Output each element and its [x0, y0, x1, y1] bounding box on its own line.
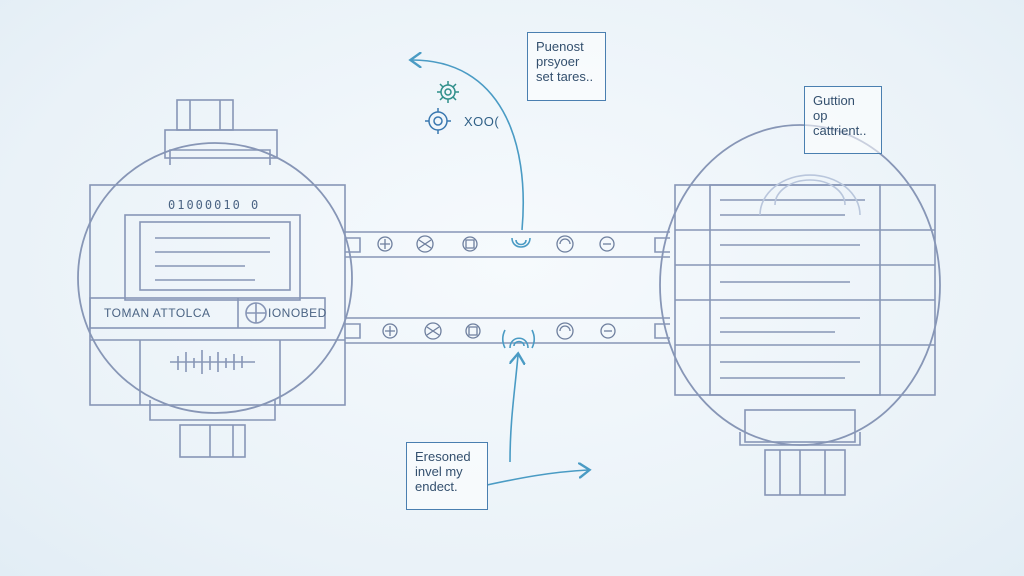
signal-paths: [412, 60, 588, 486]
gear-icon: [425, 81, 459, 134]
note-right: Guttion op cattrient..: [804, 86, 882, 154]
bus-glyphs-top: [377, 235, 615, 253]
note-bottom: Eresoned invel my endect.: [406, 442, 488, 510]
left-unit-readout: 01000010 0: [168, 198, 261, 212]
gear-label: XOO(: [464, 114, 500, 129]
left-unit-tab-left: TOMAN ATTOLCA: [104, 306, 211, 320]
right-unit: [659, 124, 941, 496]
left-unit: [77, 99, 353, 458]
bus-glyphs-bottom: [382, 322, 616, 340]
note-top: Puenost prsyoer set tares..: [527, 32, 606, 101]
bus-rails: [345, 231, 670, 344]
left-unit-tab-right: IONOBED: [268, 306, 327, 320]
